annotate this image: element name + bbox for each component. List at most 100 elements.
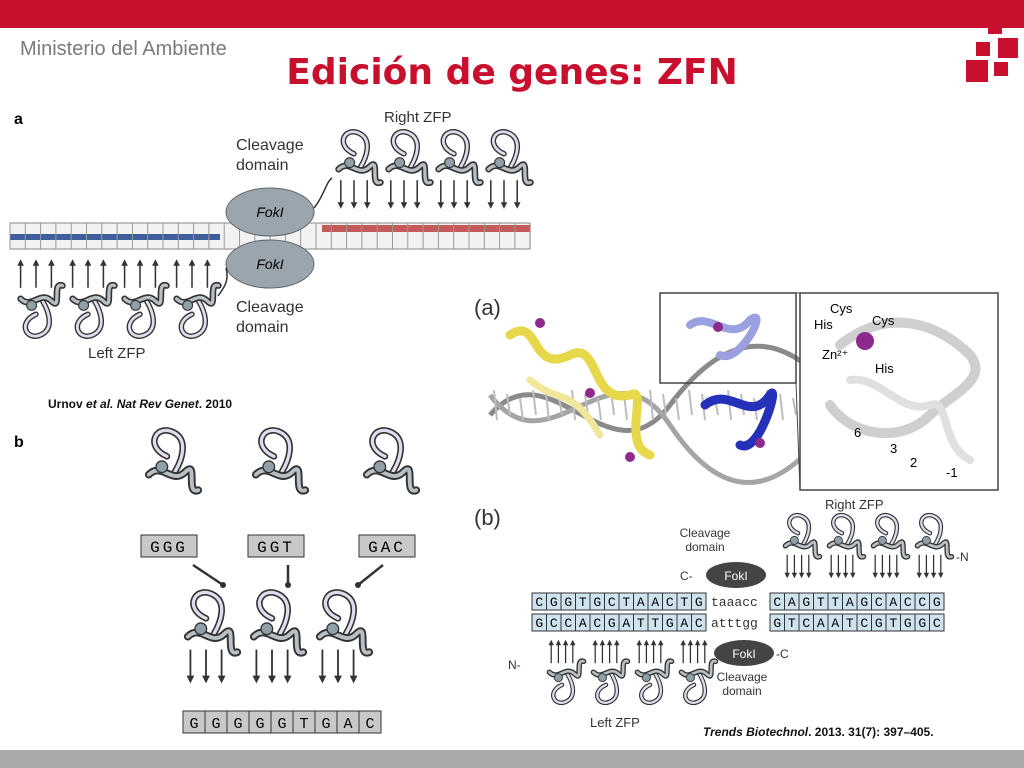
foki-bottom-b bbox=[714, 640, 774, 666]
left-zfp-label: Left ZFP bbox=[88, 345, 146, 362]
cleavage-domain-top-2: domain bbox=[236, 157, 288, 174]
seq-letter: G bbox=[550, 595, 558, 610]
slide-title: Edición de genes: ZFN bbox=[286, 52, 738, 93]
top-left-base: C bbox=[662, 592, 678, 611]
top-spacer: taaacc bbox=[711, 595, 758, 610]
top-right-base: C bbox=[900, 592, 916, 611]
label-3: 3 bbox=[890, 441, 897, 456]
dna-panel-label: (b) bbox=[474, 505, 501, 530]
panel-structure: (a) Cys Cys His Zn²⁺ His 6 3 2 -1 bbox=[474, 292, 999, 491]
top-right-base: C bbox=[914, 592, 930, 611]
seq-letter: A bbox=[846, 595, 854, 610]
left-zfp-finger bbox=[17, 259, 66, 339]
seq-letter: C bbox=[608, 595, 616, 610]
assembly-arrow bbox=[192, 563, 224, 587]
bottom-left-base: A bbox=[575, 613, 591, 632]
base-pair-rung bbox=[558, 397, 563, 416]
top-right-base: T bbox=[813, 592, 829, 611]
structure-panel-label: (a) bbox=[474, 295, 501, 320]
assembly-arrowhead bbox=[355, 582, 361, 588]
left-binding-site bbox=[10, 234, 220, 240]
seq-letter: C bbox=[918, 595, 926, 610]
seq-letter: C bbox=[535, 595, 543, 610]
base-letter: G bbox=[255, 716, 264, 733]
base-letter: G bbox=[211, 716, 220, 733]
seq-letter: G bbox=[918, 616, 926, 631]
zinc-finger-dark-blue bbox=[700, 388, 778, 451]
right-zfp-label-b: Right ZFP bbox=[825, 497, 884, 512]
triplet-label: GGT bbox=[257, 539, 295, 557]
citation-journal: et al. Nat Rev Genet bbox=[86, 397, 199, 411]
bottom-right-base: A bbox=[827, 613, 843, 632]
triplet-label: GGG bbox=[150, 539, 188, 557]
seq-letter: A bbox=[817, 616, 825, 631]
label-cys-1: Cys bbox=[830, 301, 853, 316]
top-right-base: C bbox=[769, 592, 785, 611]
top-left-base: A bbox=[647, 592, 663, 611]
base-pair-rung bbox=[779, 393, 784, 421]
base-pair-rung bbox=[675, 397, 680, 421]
zinc-finger-light-yellow bbox=[526, 376, 604, 439]
cleavage-domain-bottom-2: domain bbox=[236, 319, 288, 336]
left-zfp-finger-b bbox=[634, 639, 675, 705]
combined-base: G bbox=[204, 710, 228, 734]
ministry-logo bbox=[966, 20, 1022, 90]
assembled-finger bbox=[315, 589, 374, 684]
top-right-base: A bbox=[842, 592, 858, 611]
assembly-arrow bbox=[357, 564, 384, 586]
seq-letter: T bbox=[788, 616, 796, 631]
bottom-right-base: G bbox=[871, 613, 887, 632]
c-terminus-top: C- bbox=[680, 569, 693, 583]
citation2-journal: Trends Biotechnol bbox=[703, 725, 809, 739]
label-cys-2: Cys bbox=[872, 313, 895, 328]
seq-letter: T bbox=[846, 616, 854, 631]
base-letter: G bbox=[233, 716, 242, 733]
top-right-base: T bbox=[827, 592, 843, 611]
right-zfp-label: Right ZFP bbox=[384, 109, 452, 126]
seq-letter: T bbox=[579, 595, 587, 610]
panel-a-zfn-dimer: a FokI FokI Cleavage domain Cleavage dom… bbox=[9, 109, 534, 362]
foki-top bbox=[225, 187, 315, 237]
seq-letter: C bbox=[666, 595, 674, 610]
seq-letter: A bbox=[637, 595, 645, 610]
zinc-ion-zoom bbox=[856, 332, 874, 350]
top-left-base: C bbox=[604, 592, 620, 611]
bottom-right-base: C bbox=[856, 613, 872, 632]
top-right-base: A bbox=[885, 592, 901, 611]
cleavage-top-1: Cleavage bbox=[680, 526, 731, 540]
base-pair-rung bbox=[545, 393, 550, 421]
bottom-left-base: C bbox=[546, 613, 562, 632]
seq-letter: G bbox=[695, 595, 703, 610]
bottom-left-base: G bbox=[604, 613, 620, 632]
seq-letter: G bbox=[593, 595, 601, 610]
top-right-base: G bbox=[856, 592, 872, 611]
base-letter: T bbox=[299, 716, 308, 733]
c-terminus-bottom: -C bbox=[776, 647, 789, 661]
seq-letter: G bbox=[773, 616, 781, 631]
cleavage-bottom-1: Cleavage bbox=[717, 670, 768, 684]
foki-top-label: FokI bbox=[256, 204, 283, 220]
zoom-helix bbox=[825, 317, 981, 439]
zoom-coil bbox=[846, 375, 974, 464]
cleavage-domain-top-1: Cleavage bbox=[236, 137, 304, 154]
right-zfp-finger-b bbox=[826, 513, 867, 579]
seq-letter: G bbox=[802, 595, 810, 610]
seq-letter: G bbox=[535, 616, 543, 631]
bottom-right-base: T bbox=[842, 613, 858, 632]
foki-bottom-b-label: FokI bbox=[732, 647, 755, 661]
right-zfp-finger bbox=[335, 129, 384, 209]
foki-bottom-label: FokI bbox=[256, 256, 283, 272]
seq-letter: T bbox=[889, 616, 897, 631]
base-pair-rung bbox=[688, 389, 693, 416]
seq-letter: G bbox=[933, 595, 941, 610]
base-pair-rung bbox=[597, 397, 602, 421]
top-left-base: T bbox=[618, 592, 634, 611]
left-zfp-finger-b bbox=[590, 639, 631, 705]
citation-authors: Urnov bbox=[48, 397, 87, 411]
panel-a-letter: a bbox=[14, 111, 23, 128]
base-pair-rung bbox=[662, 393, 667, 416]
bottom-left-base: G bbox=[531, 613, 547, 632]
left-zfp-finger bbox=[69, 259, 118, 339]
seq-letter: A bbox=[831, 616, 839, 631]
